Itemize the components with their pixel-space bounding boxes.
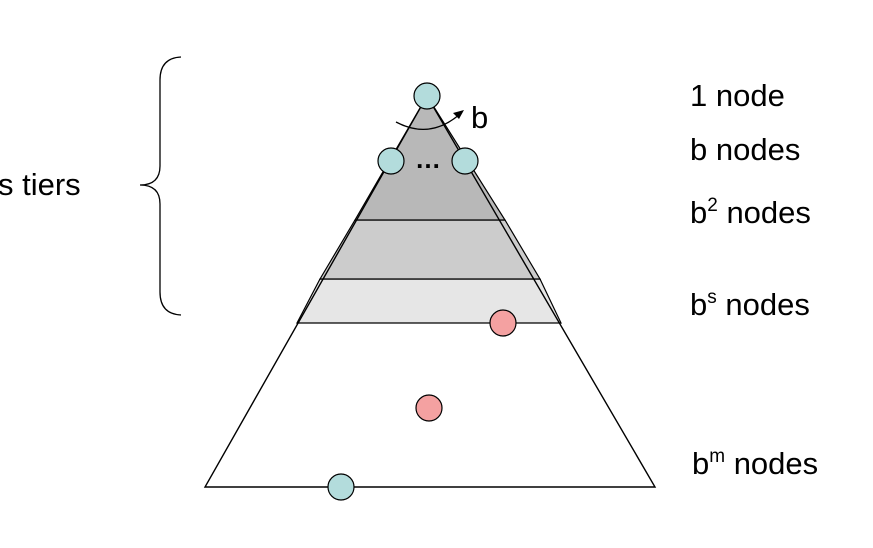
tier-label-4-base: b [690,287,707,322]
tier-label-4-suffix: nodes [717,287,810,322]
level-ellipsis: … [415,144,441,174]
leaf-node-bottom [327,473,355,501]
tier-label-3-base: b [690,195,707,230]
tier-label-5-suffix: nodes [725,446,818,481]
tier-label-5-base: b [692,446,709,481]
goal-node-middle [415,394,443,422]
tier-label-2-suffix: nodes [707,132,800,167]
tier-label-4: bs nodes [690,287,810,322]
tier-label-2-base: b [690,132,707,167]
tier-label-5: bm nodes [692,446,818,481]
tier-label-3: b2 nodes [690,195,811,230]
tier-label-1: 1 node [690,78,785,113]
tier-label-4-exponent: s [707,287,717,308]
tier-label-1-suffix: node [707,78,785,113]
tier-label-2: b nodes [690,132,800,167]
tier-band-light [296,278,562,324]
child-node-right [451,147,479,175]
tree-outline [203,94,657,488]
tier-band-medium [318,219,542,280]
tier-label-3-exponent: 2 [707,195,718,216]
goal-node-shallow [489,309,517,337]
tier-label-5-exponent: m [709,446,725,467]
branching-factor-label: b [471,100,488,135]
child-node-left [377,147,405,175]
tiers-brace [139,56,182,316]
root-node [413,82,441,110]
tier-label-1-base: 1 [690,78,707,113]
branching-arc [395,113,461,130]
s-tiers-label: s tiers [0,167,81,202]
tier-label-3-suffix: nodes [718,195,811,230]
branching-arrowhead [453,110,464,119]
